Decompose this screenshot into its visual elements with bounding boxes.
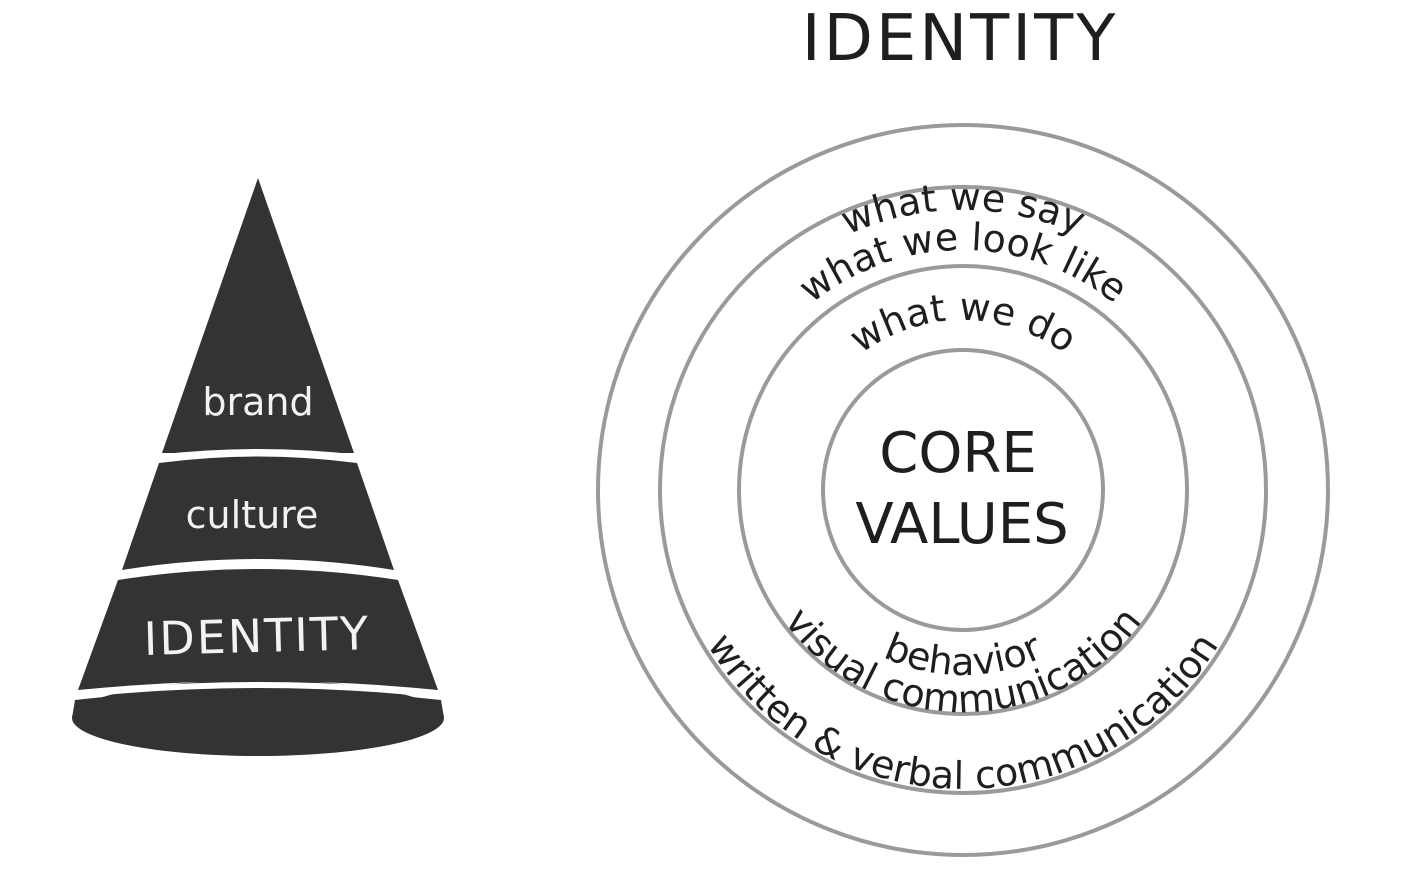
diagram-title: IDENTITY [801,2,1119,76]
cone-divider-3 [73,682,443,698]
cone-layer-culture [122,456,394,570]
cone-label-identity: IDENTITY [143,606,371,666]
cone-dividers [73,449,443,698]
cone-label-culture: culture [186,493,319,537]
concentric-rings [596,123,1330,857]
cone-layer-identity [78,569,438,690]
ring-outer [596,123,1330,857]
identity-cone: brand culture IDENTITY [72,178,444,756]
cone-base-band [72,690,444,718]
cone-label-brand: brand [202,380,313,424]
ring-core [821,348,1105,632]
ring-middle [658,185,1268,795]
cone-divider-1 [155,449,361,461]
cone-layer-brand [162,178,354,453]
core-label-line1: CORE [879,421,1036,486]
core-label-line2: VALUES [855,492,1068,557]
ring-inner [737,264,1189,716]
cone-divider-2 [117,561,399,578]
